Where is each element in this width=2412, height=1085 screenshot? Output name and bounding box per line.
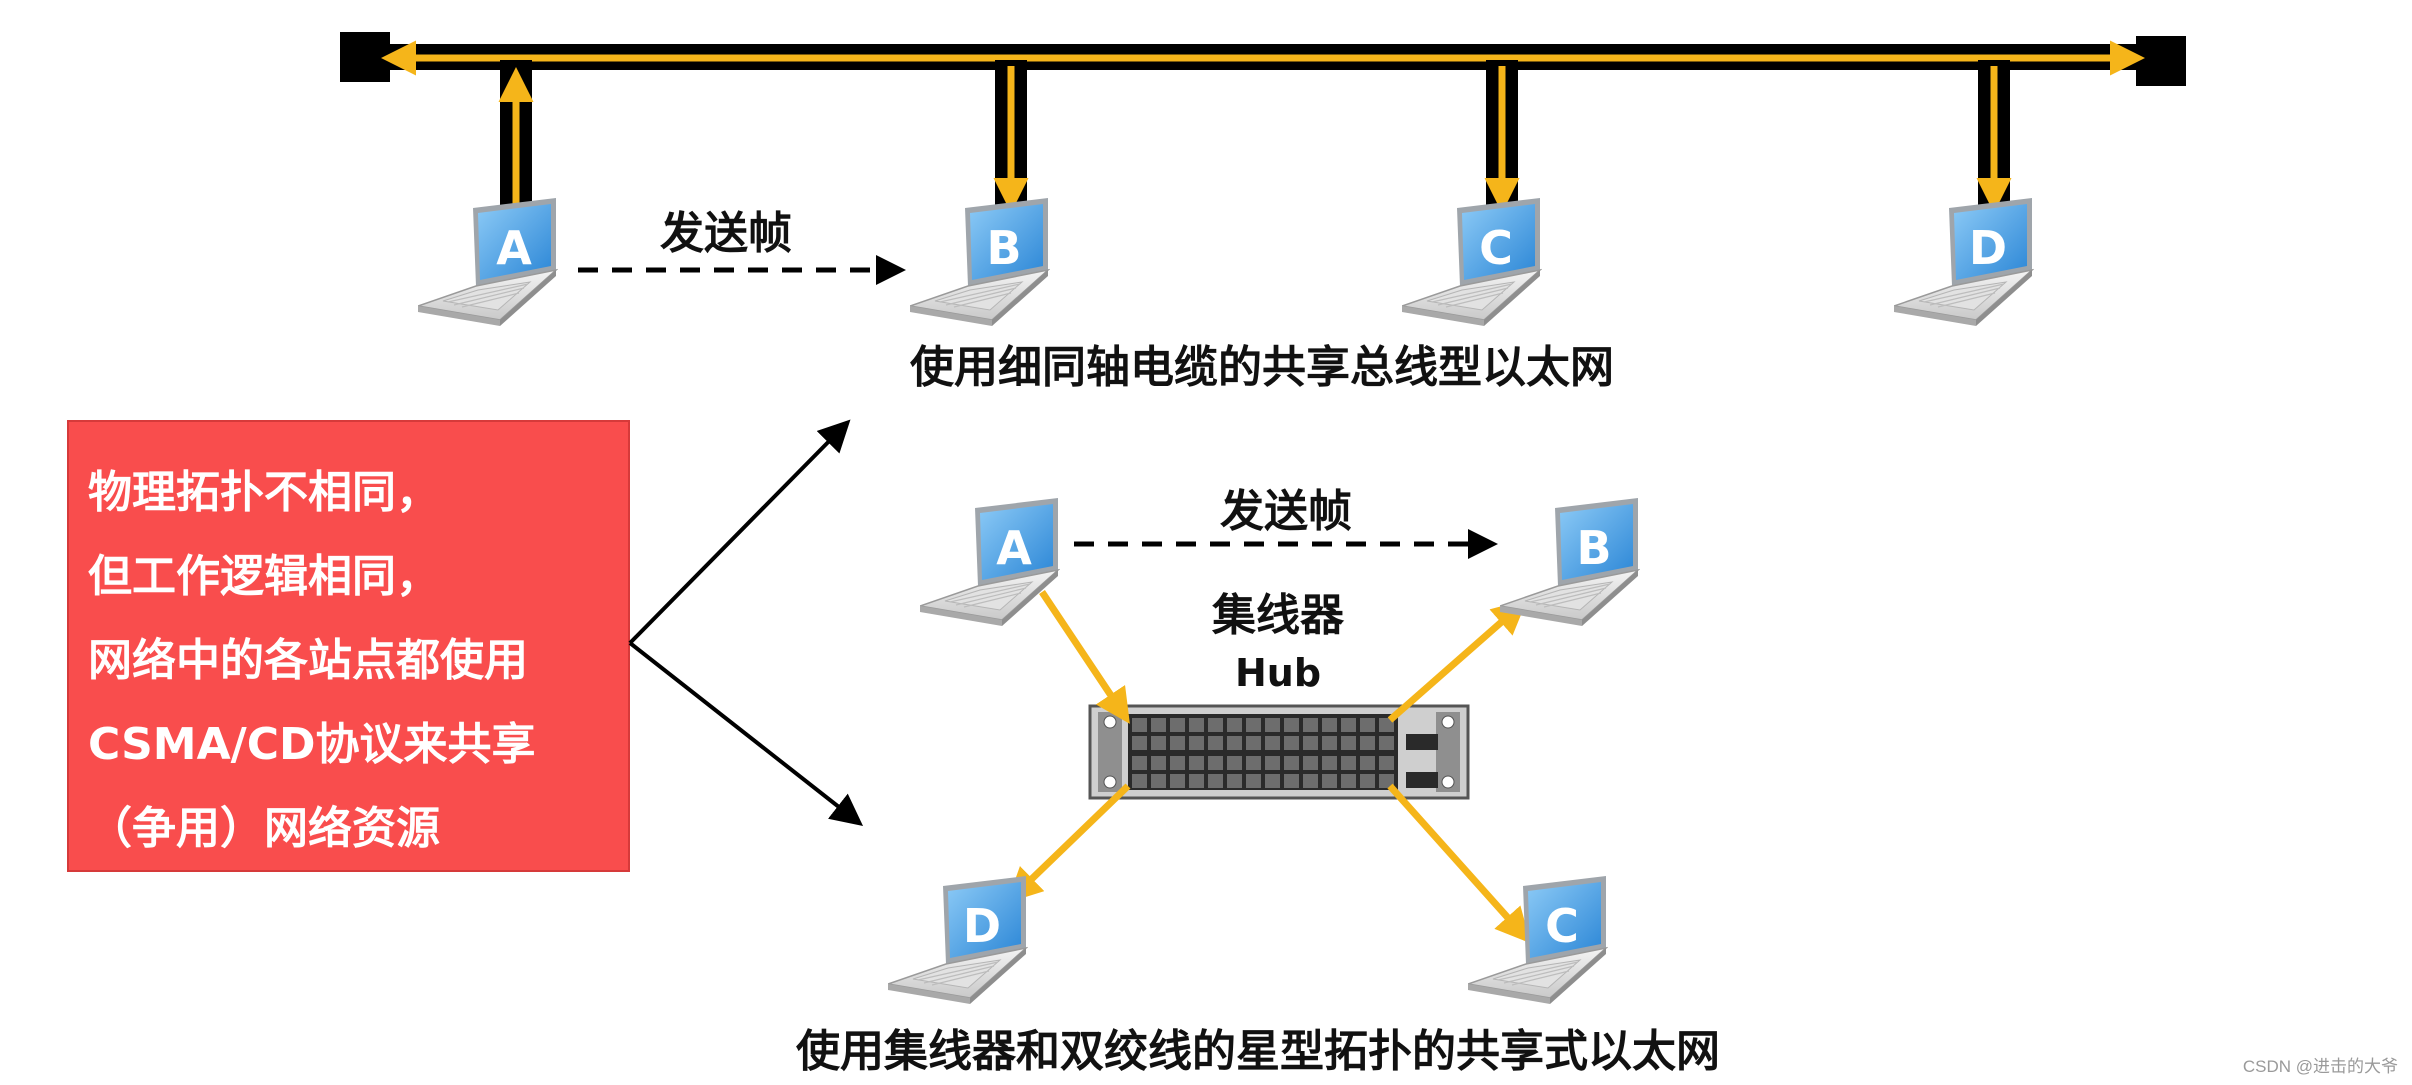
callout-line-4: CSMA/CD协议来共享 xyxy=(88,719,536,770)
star-laptop-b: B xyxy=(1500,498,1639,627)
star-caption: 使用集线器和双绞线的星型拓扑的共享式以太网 xyxy=(796,1026,1720,1077)
hub-sublabel: Hub xyxy=(1235,651,1321,695)
callout-line-1: 物理拓扑不相同， xyxy=(88,467,440,518)
star-laptop-d: D xyxy=(888,876,1027,1005)
star-link-c xyxy=(1387,783,1531,944)
star-topology: 集线器 Hub A B D C 发送帧 使用集线器和双绞线的星型拓扑的共享式以太… xyxy=(796,486,1720,1077)
hub-device xyxy=(1088,704,1470,800)
bus-laptop-a: A xyxy=(418,198,557,327)
bus-laptop-d: D xyxy=(1894,198,2033,327)
star-frame-label: 发送帧 xyxy=(1220,486,1352,537)
bus-laptop-a-letter: A xyxy=(496,221,532,275)
callout-line-3: 网络中的各站点都使用 xyxy=(88,635,528,686)
bus-laptop-b-letter: B xyxy=(986,221,1021,275)
callout-box xyxy=(67,420,630,872)
star-laptop-c-letter: C xyxy=(1545,899,1579,953)
callout-line-5: （争用）网络资源 xyxy=(88,803,440,854)
bus-laptop-d-letter: D xyxy=(1969,221,2007,275)
bus-laptop-c: C xyxy=(1402,198,1541,327)
bus-caption: 使用细同轴电缆的共享总线型以太网 xyxy=(910,342,1614,393)
star-laptop-b-letter: B xyxy=(1576,521,1611,575)
hub-label: 集线器 xyxy=(1211,590,1345,641)
star-laptop-d-letter: D xyxy=(963,899,1001,953)
star-laptop-a-letter: A xyxy=(996,521,1032,575)
callout: 物理拓扑不相同， 但工作逻辑相同， 网络中的各站点都使用 CSMA/CD协议来共… xyxy=(67,419,864,872)
bus-laptop-b: B xyxy=(910,198,1049,327)
bus-laptop-c-letter: C xyxy=(1479,221,1513,275)
star-link-b xyxy=(1387,599,1528,723)
star-laptop-a: A xyxy=(920,498,1059,627)
callout-arrow-top xyxy=(628,419,851,645)
star-link-a xyxy=(1039,590,1130,724)
bus-frame-label: 发送帧 xyxy=(660,208,792,259)
bus-topology: A B C D 发送帧 使用细同轴电缆的共享总线型以太网 xyxy=(340,32,2186,393)
callout-line-2: 但工作逻辑相同， xyxy=(88,551,440,602)
star-laptop-c: C xyxy=(1468,876,1607,1005)
star-link-d xyxy=(1006,783,1131,903)
callout-arrow-bottom xyxy=(628,641,864,826)
csdn-watermark: CSDN @进击的大爷 xyxy=(2243,1057,2398,1076)
